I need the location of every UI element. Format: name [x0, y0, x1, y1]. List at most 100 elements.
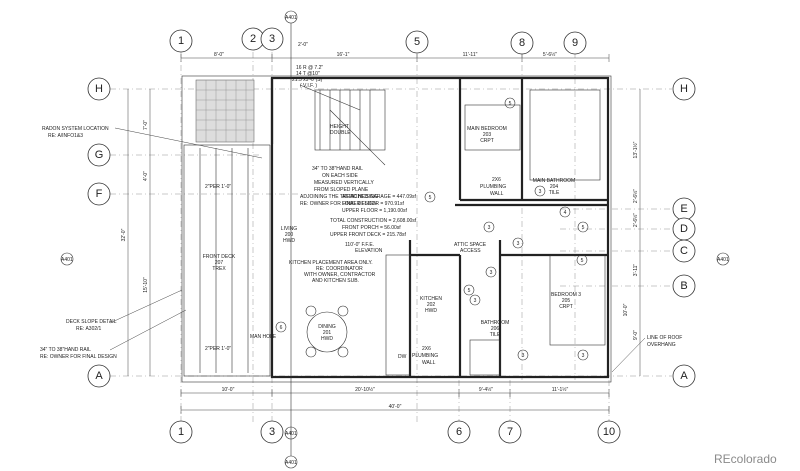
grid-bubble-top-1: 1 — [169, 29, 193, 53]
grid-bubble-right-B: B — [672, 274, 696, 298]
svg-text:FRONT DECK: FRONT DECK — [203, 254, 236, 260]
grid-bubble-left-G: G — [87, 143, 111, 167]
tag: 6 — [275, 321, 287, 333]
grid-bubble-top-8: 8 — [510, 31, 534, 55]
dimension-right: 13'-1½" 2'-6½" 2'-6½" 3'-11" 10'-0" 9'-0… — [623, 89, 641, 376]
kitchen-note: KITCHEN PLACEMENT AREA ONLY. RE: COORDIN… — [289, 260, 376, 284]
grid-bubble-bottom-3: 3 — [260, 420, 284, 444]
svg-text:BEDROOM 3: BEDROOM 3 — [551, 292, 581, 298]
dim-right-3: 2'-6½" — [632, 213, 639, 227]
grid-bubble-bottom-1: 1 — [169, 420, 193, 444]
svg-text:ON EACH SIDE: ON EACH SIDE — [322, 173, 359, 179]
roof-overhang-line — [181, 75, 612, 383]
svg-text:203: 203 — [483, 132, 492, 138]
svg-text:MAN HOLE: MAN HOLE — [250, 334, 277, 340]
deck-slope-note: DECK SLOPE DETAIL RE: A302/1 — [66, 289, 183, 332]
svg-text:AND KITCHEN SUB.: AND KITCHEN SUB. — [312, 278, 359, 284]
svg-text:2"PER 1'-0": 2"PER 1'-0" — [205, 184, 231, 190]
dim-left-4: 15'-10" — [143, 277, 149, 293]
dim-top-2: 16'-1" — [337, 52, 350, 58]
front-deck — [183, 79, 271, 377]
grid-bubbles-right: H E D C B A — [672, 77, 696, 388]
room-main-bedroom: MAIN BEDROOM 203 CRPT — [467, 126, 507, 144]
dimension-left: 7'-0" 4'-0" 32'-0" 15'-10" — [121, 89, 151, 376]
svg-text:PLUMBING: PLUMBING — [480, 184, 506, 190]
svg-text:3: 3 — [522, 353, 525, 359]
grid-bubble-bottom-6: 6 — [447, 420, 471, 444]
tag: 5 — [576, 254, 588, 266]
svg-text:MAIN BEDROOM: MAIN BEDROOM — [467, 126, 507, 132]
dim-left-2: 4'-0" — [143, 171, 149, 181]
svg-text:FRONT PORCH = 56.00sf: FRONT PORCH = 56.00sf — [342, 225, 401, 231]
grid-bubble-left-H: H — [87, 77, 111, 101]
attic-note: ATTIC SPACE ACCESS — [454, 242, 487, 254]
svg-text:3: 3 — [488, 225, 491, 231]
tag: 5 — [463, 284, 475, 296]
svg-text:6: 6 — [280, 325, 283, 331]
tag: 5 — [424, 191, 436, 203]
dim-right-6: 9'-0" — [633, 330, 639, 340]
tag: 3 — [485, 266, 497, 278]
svg-text:RE: OWNER FOR FINAL DESIGN: RE: OWNER FOR FINAL DESIGN — [300, 201, 377, 207]
dimension-bottom: 10'-0" 20'-10½" 9'-4½" 11'-1½" 40'-0" — [180, 386, 610, 414]
svg-text:34" TO 38"HAND RAIL: 34" TO 38"HAND RAIL — [40, 347, 91, 353]
svg-text:A401: A401 — [717, 257, 729, 263]
room-kitchen: KITCHEN 202 HWD — [420, 296, 442, 314]
grid-bubbles-left: H G F A — [87, 77, 111, 388]
bathtub — [469, 339, 501, 376]
dim-bottom-1: 10'-0" — [222, 387, 235, 393]
plumbing-note-lower: 2X6 PLUMBING WALL — [412, 346, 438, 366]
tag: 3 — [469, 294, 481, 306]
dim-right-2: 2'-6½" — [632, 189, 639, 203]
grid-bubble-bottom-7: 7 — [498, 420, 522, 444]
door-window-tags: 5 3 5 5 3 4 3 3 5 6 5 3 3 3 — [275, 97, 589, 361]
room-dining: DINING 201 HWD — [318, 324, 336, 342]
grid-bubbles-top: 1 2 3 5 8 9 — [169, 27, 587, 55]
room-bedroom-3: BEDROOM 3 205 CRPT — [551, 292, 581, 310]
deck-handrail-note: 34" TO 38"HAND RAIL RE: OWNER FOR FINAL … — [40, 309, 187, 360]
svg-text:34" TO 38"HAND RAIL: 34" TO 38"HAND RAIL — [312, 166, 363, 172]
grid-bubbles-bottom: 1 3 6 7 10 — [169, 420, 621, 444]
svg-text:RADON SYSTEM LOCATION: RADON SYSTEM LOCATION — [42, 126, 109, 132]
tag: 3 — [534, 185, 546, 197]
svg-text:G: G — [95, 149, 104, 161]
roof-note: LINE OF ROOF OVERHANG — [611, 335, 682, 373]
tag: 3 — [577, 349, 589, 361]
svg-text:3: 3 — [539, 189, 542, 195]
svg-text:TILE: TILE — [549, 190, 560, 196]
dim-top-3: 11'-11" — [463, 52, 478, 58]
grid-bubble-right-A: A — [672, 364, 696, 388]
svg-text:KITCHEN: KITCHEN — [420, 296, 442, 302]
grid-bubble-right-C: C — [672, 239, 696, 263]
room-living: LIVING 200 HWD — [281, 226, 298, 244]
grid-bubble-right-E: E — [672, 197, 696, 221]
grid-bubble-left-F: F — [87, 182, 111, 206]
tag: 5 — [577, 221, 589, 233]
svg-text:HWD: HWD — [321, 336, 333, 342]
tag: 3 — [483, 221, 495, 233]
svg-text:UPPER FLOOR = 1,190.00sf: UPPER FLOOR = 1,190.00sf — [342, 208, 408, 214]
svg-text:A401: A401 — [61, 257, 73, 263]
svg-text:HEIGHT: HEIGHT — [330, 124, 349, 130]
svg-text:C: C — [680, 245, 688, 257]
svg-text:6: 6 — [456, 426, 462, 438]
dim-bottom-2: 20'-10½" — [355, 386, 375, 393]
dining-table — [305, 305, 349, 358]
shower — [529, 89, 601, 181]
svg-text:HWD: HWD — [283, 238, 295, 244]
svg-text:1: 1 — [178, 426, 184, 438]
tag: 3 — [512, 237, 524, 249]
svg-text:BATHROOM: BATHROOM — [481, 320, 510, 326]
svg-text:CRPT: CRPT — [559, 304, 573, 310]
svg-text:E: E — [680, 203, 687, 215]
slope-notes: 2"PER 1'-0" 2"PER 1'-0" MAN HOLE DW — [205, 184, 407, 360]
svg-text:WALL: WALL — [422, 360, 436, 366]
svg-text:1: 1 — [178, 35, 184, 47]
svg-text:B: B — [680, 280, 687, 292]
dim-left-3: 32'-0" — [121, 228, 127, 241]
svg-text:DINING: DINING — [318, 324, 336, 330]
svg-text:DW: DW — [398, 354, 407, 360]
svg-text:ACCESS: ACCESS — [460, 248, 481, 254]
svg-text:5: 5 — [414, 36, 420, 48]
